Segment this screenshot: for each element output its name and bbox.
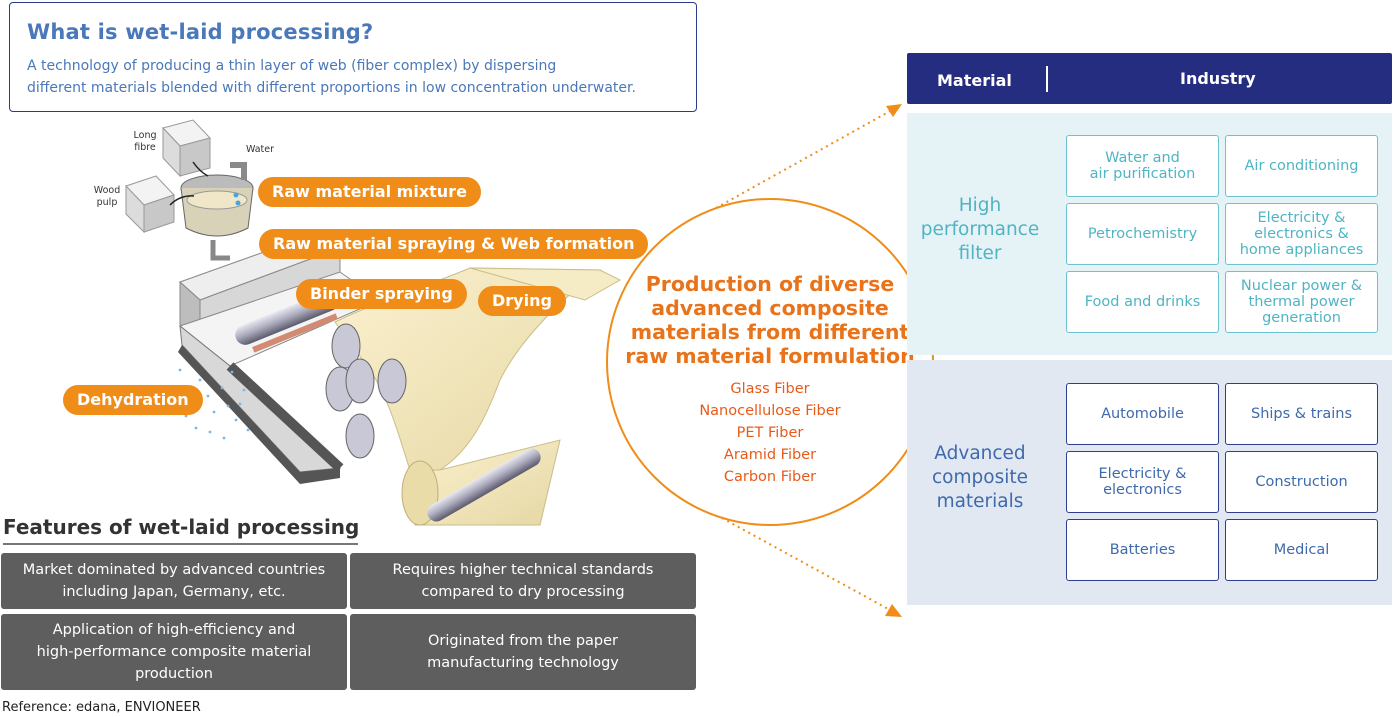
fiber-nanocellulose: Nanocellulose Fiber xyxy=(699,403,841,419)
long-fibre-label: Long fibre xyxy=(126,130,164,154)
features-title: Features of wet-laid processing xyxy=(3,515,360,539)
header-separator xyxy=(1046,66,1048,92)
feature-text-line: Application of high-efficiency and xyxy=(52,622,296,638)
industry-text-line: Water and xyxy=(1105,150,1180,166)
reference-text: Reference: edana, ENVIONEER xyxy=(2,700,201,715)
wood-pulp-label-line2: pulp xyxy=(96,197,118,208)
long-fibre-cube xyxy=(162,119,211,178)
feature-paper-origin: Originated from the paper manufacturing t… xyxy=(350,614,696,690)
mixing-tank xyxy=(169,161,254,261)
feature-text-line: Requires higher technical standards xyxy=(392,562,654,578)
material-advanced-composite: Advanced composite materials xyxy=(912,442,1048,514)
industry-text-line: electronics & xyxy=(1254,226,1349,242)
center-title-line: raw material formulation xyxy=(625,344,915,368)
intro-box: What is wet-laid processing? A technolog… xyxy=(9,2,697,112)
feature-text-line: including Japan, Germany, etc. xyxy=(62,584,286,600)
intro-desc-line-2: different materials blended with differe… xyxy=(27,80,636,96)
header-material: Material xyxy=(937,71,1012,90)
material-label-line: filter xyxy=(958,243,1002,264)
feature-higher-standards: Requires higher technical standards compa… xyxy=(350,553,696,609)
industry-text-line: Batteries xyxy=(1109,542,1176,558)
industry-construction: Construction xyxy=(1225,451,1378,513)
center-title: Production of diverse advanced composite… xyxy=(617,272,923,368)
industry-text-line: generation xyxy=(1262,310,1341,326)
wood-pulp-cube xyxy=(125,175,175,234)
center-title-line: Production of diverse xyxy=(645,272,895,296)
features-underline xyxy=(3,543,358,545)
industry-text-line: Construction xyxy=(1255,474,1348,490)
table-header xyxy=(907,53,1392,104)
fiber-carbon: Carbon Fiber xyxy=(723,469,817,485)
fiber-glass: Glass Fiber xyxy=(730,381,810,397)
industry-text-line: Petrochemistry xyxy=(1087,226,1198,242)
industry-text-line: Food and drinks xyxy=(1084,294,1201,310)
arrowhead-top xyxy=(886,104,902,117)
header-industry: Industry xyxy=(1180,69,1256,88)
feature-market-dominated: Market dominated by advanced countries in… xyxy=(1,553,347,609)
industry-text-line: Ships & trains xyxy=(1250,406,1352,422)
feature-text-line: manufacturing technology xyxy=(427,655,619,671)
industry-text-line: Air conditioning xyxy=(1244,158,1359,174)
feature-text-line: production xyxy=(135,666,213,682)
material-label-line: performance xyxy=(920,219,1040,240)
industry-text-line: home appliances xyxy=(1239,242,1364,258)
center-circle xyxy=(606,198,934,526)
material-label-line: Advanced xyxy=(934,443,1026,464)
industry-air-conditioning: Air conditioning xyxy=(1225,135,1378,197)
industry-text-line: Electricity & xyxy=(1257,210,1346,226)
industry-food-drinks: Food and drinks xyxy=(1066,271,1219,333)
arrow-to-filter xyxy=(715,109,893,209)
feature-text-line: high-performance composite material xyxy=(36,644,312,660)
industry-ships-trains: Ships & trains xyxy=(1225,383,1378,445)
step-drying: Drying xyxy=(478,286,566,316)
wet-laid-machine-illustration xyxy=(125,119,622,526)
industry-medical: Medical xyxy=(1225,519,1378,581)
intro-title: What is wet-laid processing? xyxy=(27,20,374,44)
arrowhead-bottom xyxy=(885,604,902,617)
industry-automobile: Automobile xyxy=(1066,383,1219,445)
industry-electricity-electronics: Electricity &electronics xyxy=(1066,451,1219,513)
wood-pulp-label: Wood pulp xyxy=(88,185,126,209)
step-raw-material-mixture: Raw material mixture xyxy=(258,177,481,207)
wood-pulp-label-line1: Wood xyxy=(93,185,121,196)
industry-text-line: Medical xyxy=(1273,542,1330,558)
industry-electronics-home-appliances: Electricity &electronics &home appliance… xyxy=(1225,203,1378,265)
industry-text-line: thermal power xyxy=(1248,294,1355,310)
center-title-line: materials from different xyxy=(630,320,910,344)
feature-text-line: Market dominated by advanced countries xyxy=(22,562,326,578)
material-high-performance-filter: High performance filter xyxy=(912,194,1048,266)
industry-text-line: Electricity & xyxy=(1098,466,1187,482)
material-label-line: composite xyxy=(932,467,1028,488)
arrow-to-composite xyxy=(721,517,891,611)
material-label-line: High xyxy=(958,195,1002,216)
long-fibre-label-line1: Long xyxy=(133,130,157,141)
fiber-pet: PET Fiber xyxy=(736,425,804,441)
fiber-aramid: Aramid Fiber xyxy=(723,447,817,463)
industry-text-line: air purification xyxy=(1089,166,1196,182)
feature-text-line: Originated from the paper xyxy=(427,633,619,649)
feature-text-line: compared to dry processing xyxy=(421,584,625,600)
intro-desc-line-1: A technology of producing a thin layer o… xyxy=(27,58,557,74)
long-fibre-label-line2: fibre xyxy=(134,142,156,153)
step-spraying-web-formation: Raw material spraying & Web formation xyxy=(259,229,649,259)
material-label-line: materials xyxy=(936,491,1024,512)
feature-high-efficiency: Application of high-efficiency and high-p… xyxy=(1,614,347,690)
water-label: Water xyxy=(245,144,275,155)
intro-description: A technology of producing a thin layer o… xyxy=(27,55,697,99)
step-binder-spraying: Binder spraying xyxy=(296,279,467,309)
industry-text-line: Nuclear power & xyxy=(1240,278,1363,294)
industry-petrochemistry: Petrochemistry xyxy=(1066,203,1219,265)
step-dehydration: Dehydration xyxy=(63,385,203,415)
industry-batteries: Batteries xyxy=(1066,519,1219,581)
center-title-line: advanced composite xyxy=(651,296,889,320)
industry-text-line: electronics xyxy=(1103,482,1182,498)
industry-text-line: Automobile xyxy=(1101,406,1184,422)
